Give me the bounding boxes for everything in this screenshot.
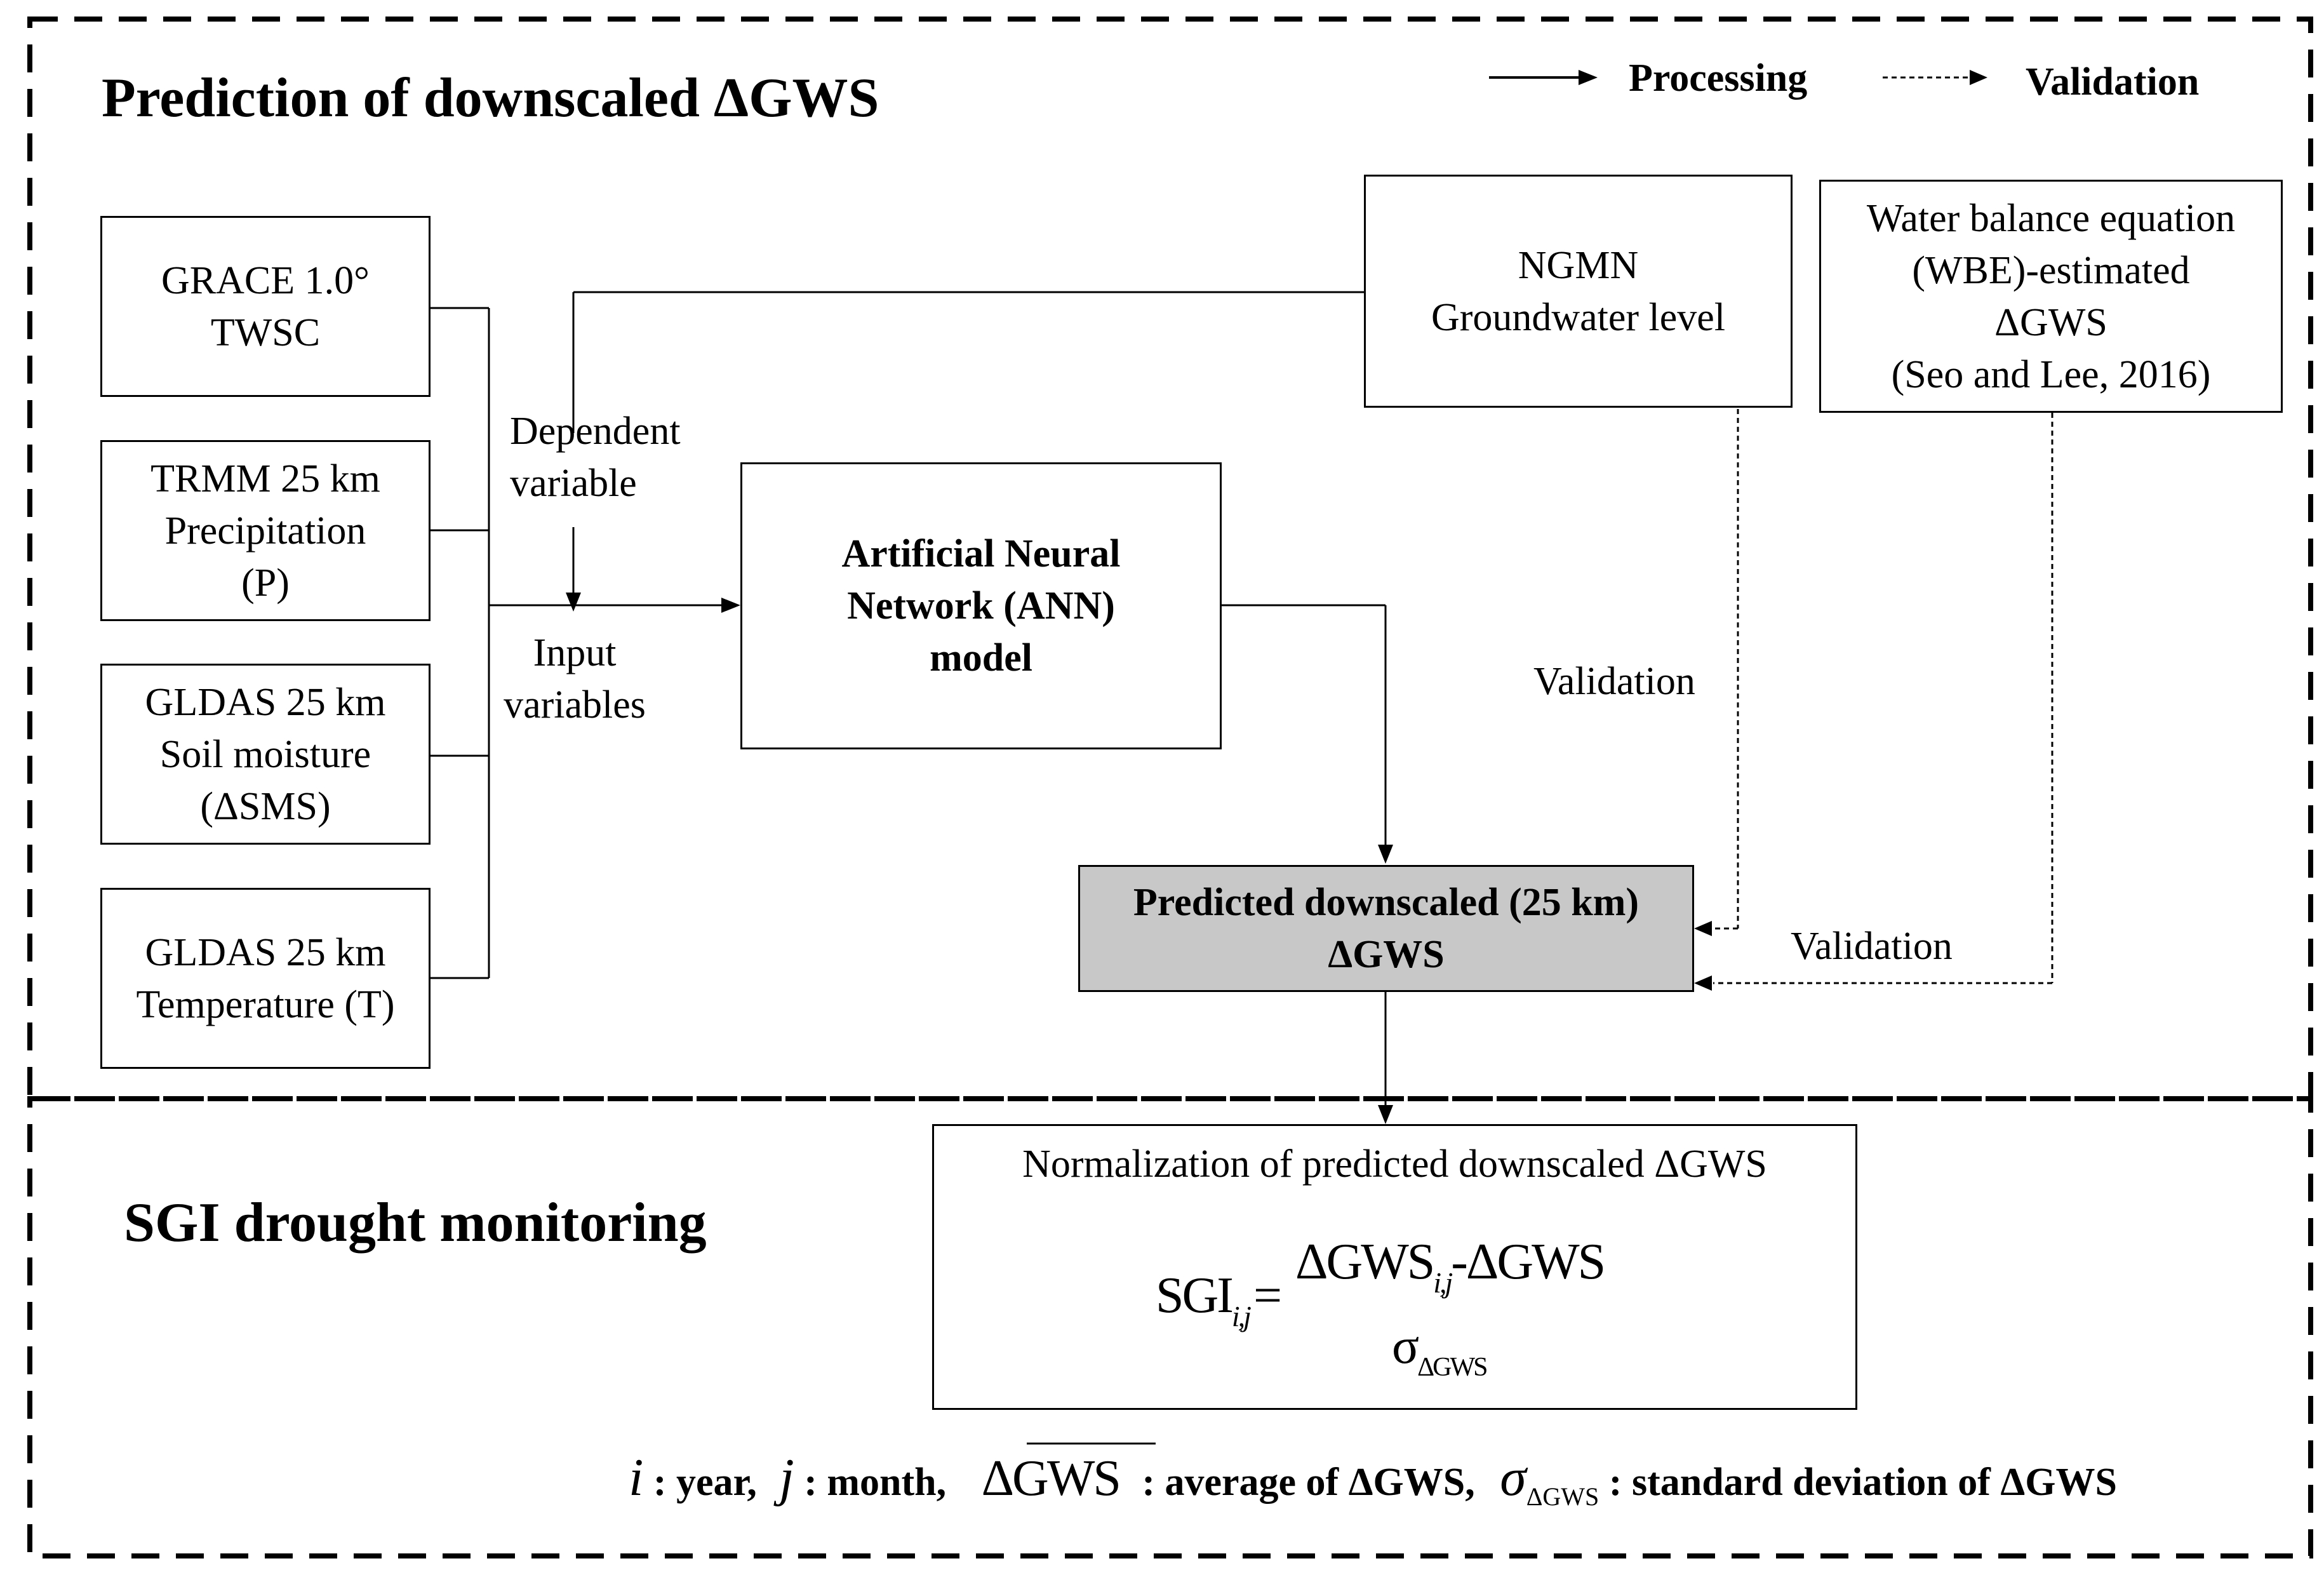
input-label-line-2: variables bbox=[504, 683, 646, 727]
legend-validation-label: Validation bbox=[2026, 60, 2200, 104]
formula-equals: = bbox=[1253, 1268, 1282, 1324]
grace-line-1: GRACE 1.0° bbox=[161, 258, 370, 302]
bottom-section-border bbox=[27, 1096, 2313, 1558]
normalization-box: Normalization of predicted downscaled ΔG… bbox=[932, 1124, 1857, 1410]
ngmn-validation-arrowhead bbox=[1694, 921, 1712, 936]
footnote-j-text: : month, bbox=[804, 1461, 947, 1504]
wbe-validation-label: Validation bbox=[1791, 925, 1953, 968]
formula-minus: - bbox=[1451, 1234, 1468, 1290]
footnote-sigma-subscript: ΔGWS bbox=[1526, 1482, 1599, 1511]
normalization-title: Normalization of predicted downscaled ΔG… bbox=[1022, 1143, 1767, 1186]
wbe-box: Water balance equation (WBE)-estimated Δ… bbox=[1819, 180, 2283, 413]
footnote-i-text: : year, bbox=[653, 1461, 757, 1504]
ngmn-box: NGMN Groundwater level bbox=[1364, 175, 1793, 408]
top-section-title: Prediction of downscaled ΔGWS bbox=[102, 67, 879, 129]
wbe-validation-arrowhead bbox=[1694, 975, 1712, 991]
formula-lhs: SGIi,j= bbox=[1156, 1267, 1282, 1332]
wbe-line-1: Water balance equation bbox=[1866, 196, 2236, 240]
input-variables-label: Input variables bbox=[492, 627, 657, 731]
footnote-sigma-text: : standard deviation of ΔGWS bbox=[1608, 1461, 2117, 1504]
formula-denominator: σΔGWS bbox=[1392, 1318, 1488, 1383]
wbe-line-4: (Seo and Lee, 2016) bbox=[1891, 352, 2211, 396]
temp-line-2: Temperature (T) bbox=[136, 982, 395, 1026]
input-label-line-1: Input bbox=[533, 631, 617, 674]
dependent-variable-label: Dependent variable bbox=[510, 405, 681, 509]
legend-processing-arrowhead bbox=[1579, 70, 1598, 85]
ann-model-box: Artificial Neural Network (ANN) model bbox=[740, 462, 1222, 749]
bus-to-ann-arrowhead bbox=[721, 598, 740, 613]
formula-sgi: SGI bbox=[1156, 1268, 1234, 1324]
legend-validation-arrowhead bbox=[1970, 70, 1987, 85]
input-box-temperature: GLDAS 25 km Temperature (T) bbox=[100, 888, 431, 1069]
formula-gws: ΔGWS bbox=[1295, 1234, 1435, 1290]
grace-line-2: TWSC bbox=[210, 311, 321, 354]
predicted-line-2: ΔGWS bbox=[1328, 933, 1445, 976]
formula-sigma: σ bbox=[1392, 1318, 1419, 1374]
sms-line-3: (ΔSMS) bbox=[200, 784, 331, 828]
ann-to-pred-arrowhead bbox=[1378, 845, 1393, 864]
bottom-section-title: SGI drought monitoring bbox=[124, 1192, 707, 1254]
dep-arrowhead bbox=[566, 593, 581, 612]
pred-to-norm-arrowhead bbox=[1378, 1105, 1393, 1124]
temp-line-1: GLDAS 25 km bbox=[145, 930, 386, 974]
formula-mean-gws: ΔGWS bbox=[1466, 1234, 1606, 1290]
input-box-soil-moisture: GLDAS 25 km Soil moisture (ΔSMS) bbox=[100, 664, 431, 845]
ann-line-1: Artificial Neural bbox=[841, 532, 1121, 575]
formula-sgi-subscript: i,j bbox=[1231, 1300, 1252, 1332]
sms-line-2: Soil moisture bbox=[159, 732, 371, 776]
top-section-border bbox=[27, 17, 2313, 1101]
ngmn-line-2: Groundwater level bbox=[1431, 295, 1726, 339]
input-box-grace: GRACE 1.0° TWSC bbox=[100, 216, 431, 397]
footnote-definitions: i : year, j : month, ΔGWS : average of Δ… bbox=[629, 1443, 2117, 1513]
input-box-trmm: TRMM 25 km Precipitation (P) bbox=[100, 440, 431, 621]
footnote-sigma-symbol: σ bbox=[1500, 1448, 1526, 1507]
predicted-gws-box: Predicted downscaled (25 km) ΔGWS bbox=[1078, 865, 1694, 992]
ngmn-line-1: NGMN bbox=[1518, 243, 1639, 287]
formula-numerator: ΔGWSi,j-ΔGWS bbox=[1295, 1233, 1606, 1299]
ann-line-3: model bbox=[930, 636, 1032, 680]
footnote-j-symbol: j bbox=[779, 1448, 794, 1507]
sms-line-1: GLDAS 25 km bbox=[145, 680, 386, 724]
footnote-mean-text: : average of ΔGWS, bbox=[1142, 1461, 1475, 1504]
trmm-line-1: TRMM 25 km bbox=[150, 457, 380, 500]
footnote-i-symbol: i bbox=[629, 1448, 644, 1507]
dependent-label-line-1: Dependent bbox=[510, 410, 681, 453]
formula-sigma-subscript: ΔGWS bbox=[1417, 1353, 1488, 1382]
predicted-line-1: Predicted downscaled (25 km) bbox=[1133, 881, 1639, 924]
wbe-line-2: (WBE)-estimated bbox=[1912, 248, 2190, 292]
footnote-mean-symbol: ΔGWS bbox=[981, 1451, 1121, 1506]
ann-line-2: Network (ANN) bbox=[847, 584, 1115, 627]
formula-gws-subscript: i,j bbox=[1433, 1266, 1453, 1299]
wbe-line-3: ΔGWS bbox=[1994, 300, 2107, 344]
legend-processing-label: Processing bbox=[1629, 57, 1808, 100]
ngmn-validation-label: Validation bbox=[1533, 660, 1695, 703]
trmm-line-2: Precipitation bbox=[164, 509, 366, 553]
trmm-line-3: (P) bbox=[241, 561, 290, 605]
dependent-label-line-2: variable bbox=[510, 462, 637, 505]
